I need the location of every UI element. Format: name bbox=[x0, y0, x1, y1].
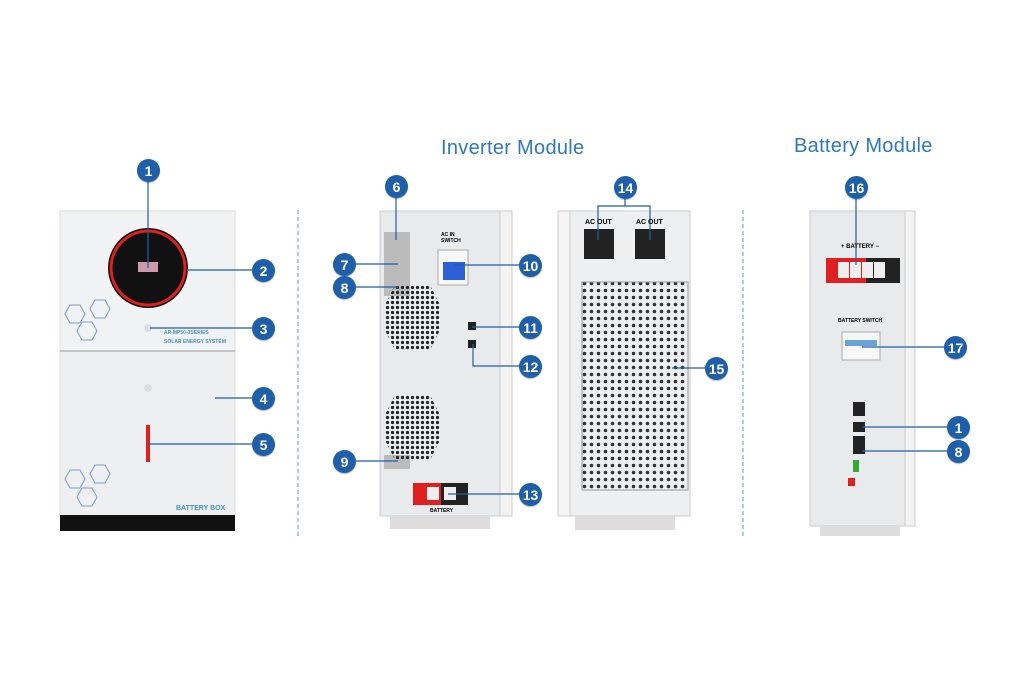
inverter-module-title: Inverter Module bbox=[441, 137, 585, 159]
inverter-side-panel bbox=[557, 210, 691, 530]
model-label: AR-MP50-3SERIES bbox=[164, 330, 209, 336]
callout-3: 3 bbox=[252, 317, 275, 340]
callout-5: 5 bbox=[252, 433, 275, 456]
power-button bbox=[144, 324, 152, 332]
comm-port-2 bbox=[853, 422, 865, 432]
battery-module-title: Battery Module bbox=[794, 135, 933, 157]
ac-out-label-2: AC OUT bbox=[636, 219, 663, 226]
callout-11: 11 bbox=[519, 316, 542, 339]
leader-lines bbox=[147, 181, 947, 495]
callout-14: 14 bbox=[614, 176, 637, 199]
ac-out-label-1: AC OUT bbox=[585, 219, 612, 226]
battery-label: BATTERY bbox=[430, 508, 454, 514]
ac-outlet-1 bbox=[584, 229, 614, 259]
battery-module-panel bbox=[809, 210, 916, 536]
callout-13: 13 bbox=[519, 483, 542, 506]
callout-9: 9 bbox=[333, 450, 356, 473]
battery-box-label: BATTERY BOX bbox=[176, 505, 226, 512]
comm-port-1 bbox=[853, 402, 865, 416]
callout-6: 6 bbox=[385, 175, 408, 198]
rs485-port bbox=[468, 322, 476, 330]
callout-8-battery: 8 bbox=[947, 440, 970, 463]
comm-port-3 bbox=[853, 436, 865, 454]
callout-17: 17 bbox=[944, 336, 967, 359]
callout-8: 8 bbox=[333, 276, 356, 299]
inverter-back-panel bbox=[379, 210, 513, 529]
ac-in-switch-label: AC IN SWITCH bbox=[441, 232, 461, 244]
callout-1-battery: 1 bbox=[947, 416, 970, 439]
battery-terminal-label: + BATTERY − bbox=[841, 244, 879, 250]
callout-16: 16 bbox=[845, 176, 868, 199]
vent-grille bbox=[581, 281, 689, 491]
callout-2: 2 bbox=[252, 259, 275, 282]
callout-7: 7 bbox=[333, 253, 356, 276]
callout-1: 1 bbox=[137, 159, 160, 182]
fan-grille-bottom bbox=[385, 395, 440, 460]
bms-port bbox=[468, 340, 476, 348]
callout-10: 10 bbox=[519, 254, 542, 277]
callout-4: 4 bbox=[252, 387, 275, 410]
fan-grille-top bbox=[385, 285, 440, 350]
battery-switch-label: BATTERY SWITCH bbox=[838, 318, 883, 324]
callout-15: 15 bbox=[705, 357, 728, 380]
front-unit bbox=[59, 210, 236, 531]
callout-12: 12 bbox=[519, 355, 542, 378]
system-label: SOLAR ENERGY SYSTEM bbox=[164, 339, 226, 345]
